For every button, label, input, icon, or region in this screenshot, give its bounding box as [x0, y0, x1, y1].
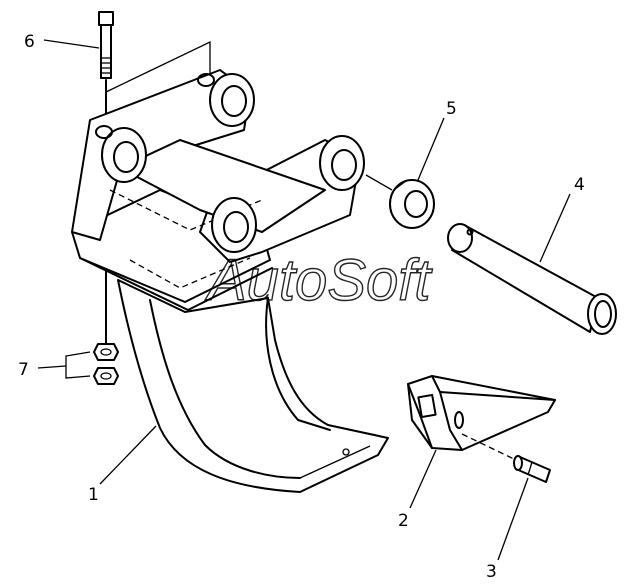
bushing-part-5 — [389, 179, 435, 229]
leader-lines — [37, 39, 571, 561]
callout-2: 2 — [398, 511, 409, 531]
mount-bracket — [71, 69, 393, 311]
callout-6: 6 — [24, 32, 35, 52]
leader-5 — [417, 117, 445, 181]
callout-5: 5 — [446, 99, 457, 119]
nuts-part-7 — [65, 343, 119, 385]
leader-2 — [409, 449, 437, 509]
callout-3: 3 — [486, 562, 497, 582]
watermark: AutoSoft — [205, 248, 433, 313]
leader-7 — [37, 365, 67, 369]
shank-part-1 — [117, 279, 389, 493]
pin-part-4 — [447, 223, 617, 335]
leader-1 — [99, 425, 157, 485]
leader-6 — [43, 39, 100, 49]
retainer-pin-part-3 — [461, 433, 551, 483]
bolt-part-6 — [98, 11, 114, 79]
callout-1: 1 — [88, 485, 99, 505]
callout-4: 4 — [574, 175, 585, 195]
callout-7: 7 — [18, 360, 29, 380]
tip-part-2 — [407, 375, 556, 451]
leader-3 — [497, 477, 529, 561]
assembly-frame-line — [105, 40, 211, 93]
leader-4 — [539, 193, 571, 263]
